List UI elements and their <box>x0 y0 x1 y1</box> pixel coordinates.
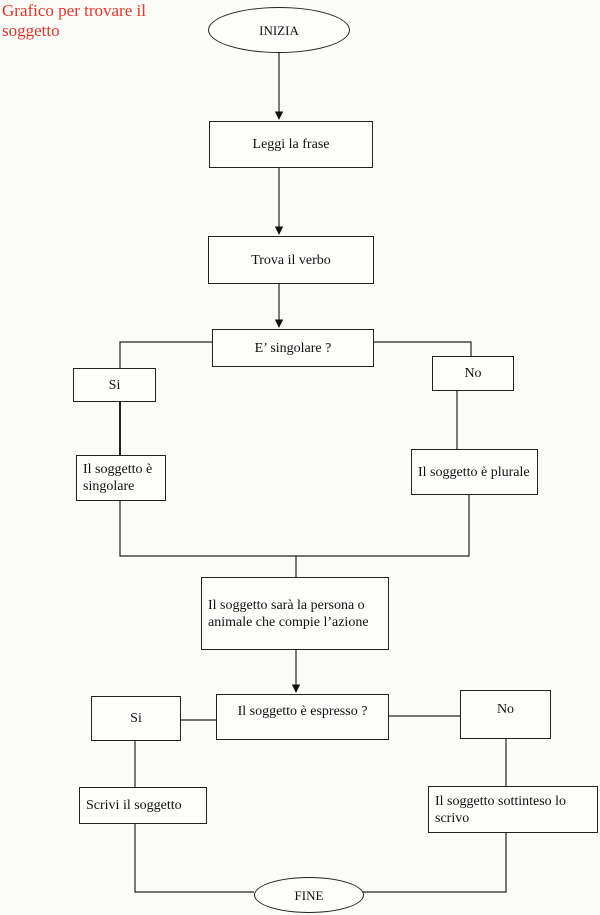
yes-branch-2: Si <box>91 696 181 741</box>
line-question-to-no1 <box>373 341 472 356</box>
subject-singular-box: Il soggetto è singolare <box>76 455 166 501</box>
start-node: INIZIA <box>208 7 350 53</box>
subject-plural-box: Il soggetto è plurale <box>411 449 538 495</box>
line-question-to-yes1 <box>119 341 213 368</box>
diagram-title: Grafico per trovare il soggetto <box>2 1 146 40</box>
line-write-to-end <box>134 824 254 893</box>
yes-branch-1: Si <box>73 368 156 402</box>
find-verb-box: Trova il verbo <box>208 236 374 284</box>
write-subject-box: Scrivi il soggetto <box>79 787 207 824</box>
singular-question-box: E’ singolare ? <box>212 329 374 367</box>
line-implied-to-end <box>363 833 507 893</box>
read-sentence-box: Leggi la frase <box>209 121 373 168</box>
expressed-question-box: Il soggetto è espresso ? <box>216 694 389 740</box>
subject-person-box: Il soggetto sarà la persona o animale ch… <box>201 577 389 650</box>
no-branch-2: No <box>460 690 551 739</box>
implied-subject-box: Il soggetto sottinteso lo scrivo <box>428 786 598 833</box>
no-branch-1: No <box>432 356 514 391</box>
end-node: FINE <box>254 877 364 913</box>
line-merge-singular <box>119 495 470 557</box>
